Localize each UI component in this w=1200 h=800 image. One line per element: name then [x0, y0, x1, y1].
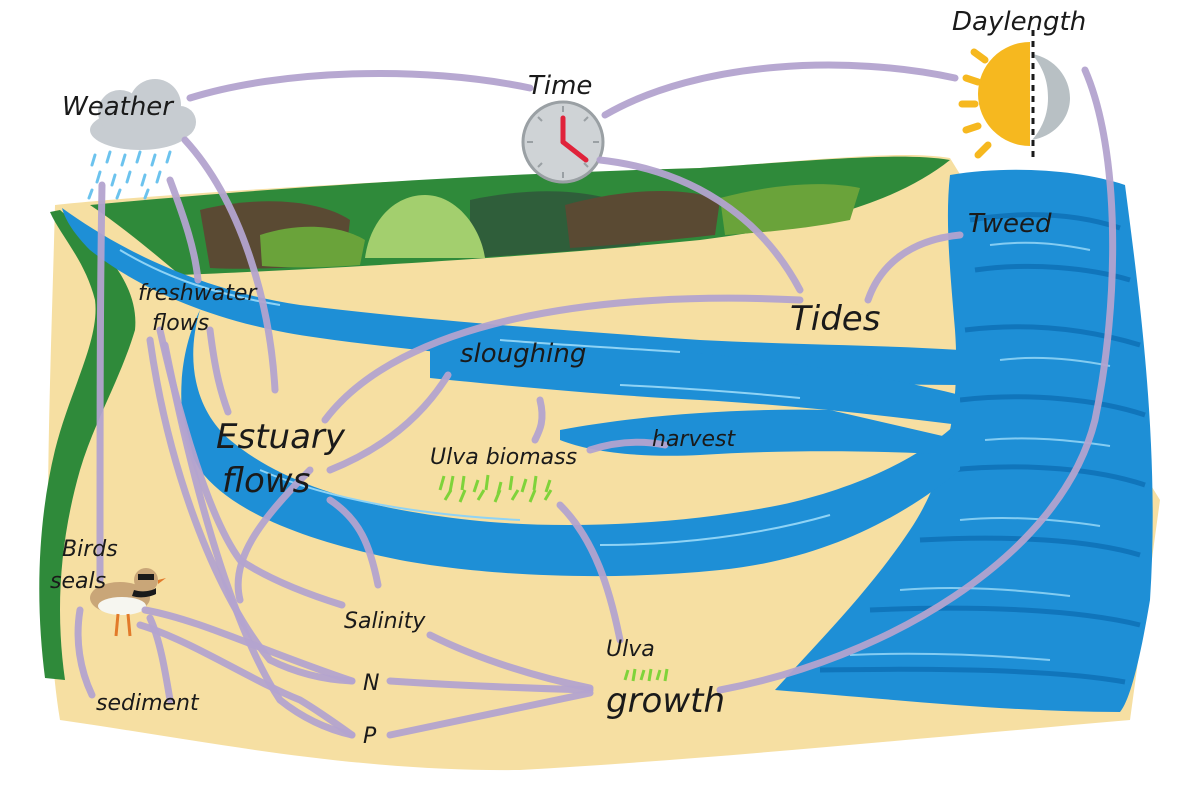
- label-freshwater-1: freshwater: [138, 281, 258, 306]
- moon-icon: [1032, 54, 1070, 140]
- ulva-growth-patch: [623, 668, 669, 682]
- cloud-icon: [90, 79, 196, 150]
- label-seals: seals: [50, 569, 106, 594]
- daylength-icon: [958, 30, 1070, 159]
- label-birds: Birds: [62, 537, 118, 562]
- arrows: [74, 61, 1117, 739]
- label-daylength: Daylength: [952, 7, 1086, 37]
- hills: [90, 156, 950, 275]
- label-weather: Weather: [62, 92, 175, 122]
- sea: [775, 169, 1153, 712]
- label-sediment: sediment: [96, 691, 200, 716]
- label-growth: growth: [606, 681, 725, 721]
- label-freshwater-2: flows: [152, 311, 209, 336]
- label-n: N: [363, 671, 379, 696]
- sea-highlights: [849, 241, 1111, 661]
- labels: Weather Time Daylength Tweed Tides fresh…: [50, 7, 1086, 749]
- label-tweed: Tweed: [968, 209, 1052, 239]
- clock-minute-hand: [560, 139, 589, 163]
- label-tides: Tides: [790, 299, 880, 339]
- label-salinity: Salinity: [344, 609, 426, 634]
- label-ulva: Ulva: [606, 637, 655, 662]
- label-harvest: harvest: [652, 427, 736, 452]
- rain-icon: [87, 150, 172, 200]
- bird-icon: [90, 568, 166, 637]
- label-estuary-1: Estuary: [216, 417, 346, 457]
- left-shore-vegetation: [39, 210, 136, 680]
- label-p: P: [363, 724, 377, 749]
- label-estuary-2: flows: [222, 461, 310, 501]
- clock-icon: [521, 100, 605, 184]
- ulva-biomass-patch: [438, 474, 553, 503]
- sun-icon: [978, 42, 1030, 146]
- label-time: Time: [528, 71, 592, 101]
- label-ulva-biomass: Ulva biomass: [430, 445, 577, 470]
- label-sloughing: sloughing: [460, 339, 586, 369]
